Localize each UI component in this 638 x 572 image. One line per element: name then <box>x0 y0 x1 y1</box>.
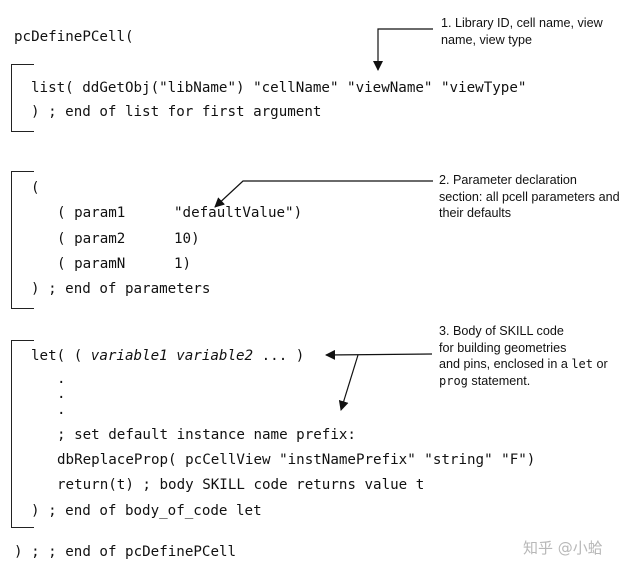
paramN-value: 1) <box>174 256 192 272</box>
let-suffix: ... ) <box>253 348 305 364</box>
paramN-name: ( paramN <box>57 256 126 272</box>
note-2-line-1: 2. Parameter declaration <box>439 173 577 187</box>
return-line: return(t) ; body SKILL code returns valu… <box>57 477 425 493</box>
list-arguments-line: list( ddGetObj("libName") "cellName" "vi… <box>31 80 527 96</box>
arrow-note-2 <box>214 180 433 208</box>
body-end-line: ) ; end of body_of_code let <box>31 503 262 519</box>
note-3-line-1: 3. Body of SKILL code <box>439 324 564 338</box>
ellipsis-dot-1: . <box>57 371 66 387</box>
arrow-note-1 <box>373 28 433 71</box>
ellipsis-dot-2: . <box>57 386 66 402</box>
let-line: let( ( variable1 variable2 ... ) <box>31 348 304 364</box>
section3-bracket <box>11 340 34 528</box>
list-end-line: ) ; end of list for first argument <box>31 104 322 120</box>
note-3-prog-keyword: prog <box>439 373 468 388</box>
code-footer: ) ; ; end of pcDefinePCell <box>14 544 237 560</box>
note-3: 3. Body of SKILL code for building geome… <box>439 323 608 389</box>
code-header: pcDefinePCell( <box>14 29 134 45</box>
note-3-line-3-post: or <box>593 357 608 372</box>
section1-bracket <box>11 64 34 132</box>
replace-prop-line: dbReplaceProp( pcCellView "instNamePrefi… <box>57 452 536 468</box>
watermark: 知乎 @小蛤 <box>523 539 603 557</box>
param2-value: 10) <box>174 231 200 247</box>
note-2: 2. Parameter declaration section: all pc… <box>439 172 620 222</box>
note-3-line-2: for building geometries <box>439 340 567 355</box>
let-prefix: let( ( <box>31 348 91 364</box>
let-variables: variable1 variable2 <box>90 348 254 364</box>
param1-name: ( param1 <box>57 205 126 221</box>
arrow-note-3-to-body <box>338 354 359 411</box>
note-1: 1. Library ID, cell name, view name, vie… <box>441 15 603 48</box>
param2-name: ( param2 <box>57 231 126 247</box>
note-2-line-3: their defaults <box>439 206 512 221</box>
note-3-let-keyword: let <box>571 357 594 372</box>
param1-value: "defaultValue") <box>174 205 303 221</box>
note-3-line-4: prog statement. <box>439 373 608 390</box>
params-end-line: ) ; end of parameters <box>31 281 211 297</box>
comment-line: ; set default instance name prefix: <box>57 427 356 443</box>
note-1-line-1: 1. Library ID, cell name, view <box>441 16 603 30</box>
params-open: ( <box>31 180 40 196</box>
note-2-line-2: section: all pcell parameters and <box>439 189 620 204</box>
note-3-line-3-pre: and pins, enclosed in a <box>439 357 572 372</box>
section2-bracket <box>11 171 34 309</box>
ellipsis-dot-3: . <box>57 402 66 418</box>
note-1-line-2: name, view type <box>441 32 532 47</box>
arrow-note-3-to-let <box>325 349 433 360</box>
note-3-line-4-post: statement. <box>467 373 531 388</box>
note-3-line-3: and pins, enclosed in a let or <box>439 356 608 373</box>
